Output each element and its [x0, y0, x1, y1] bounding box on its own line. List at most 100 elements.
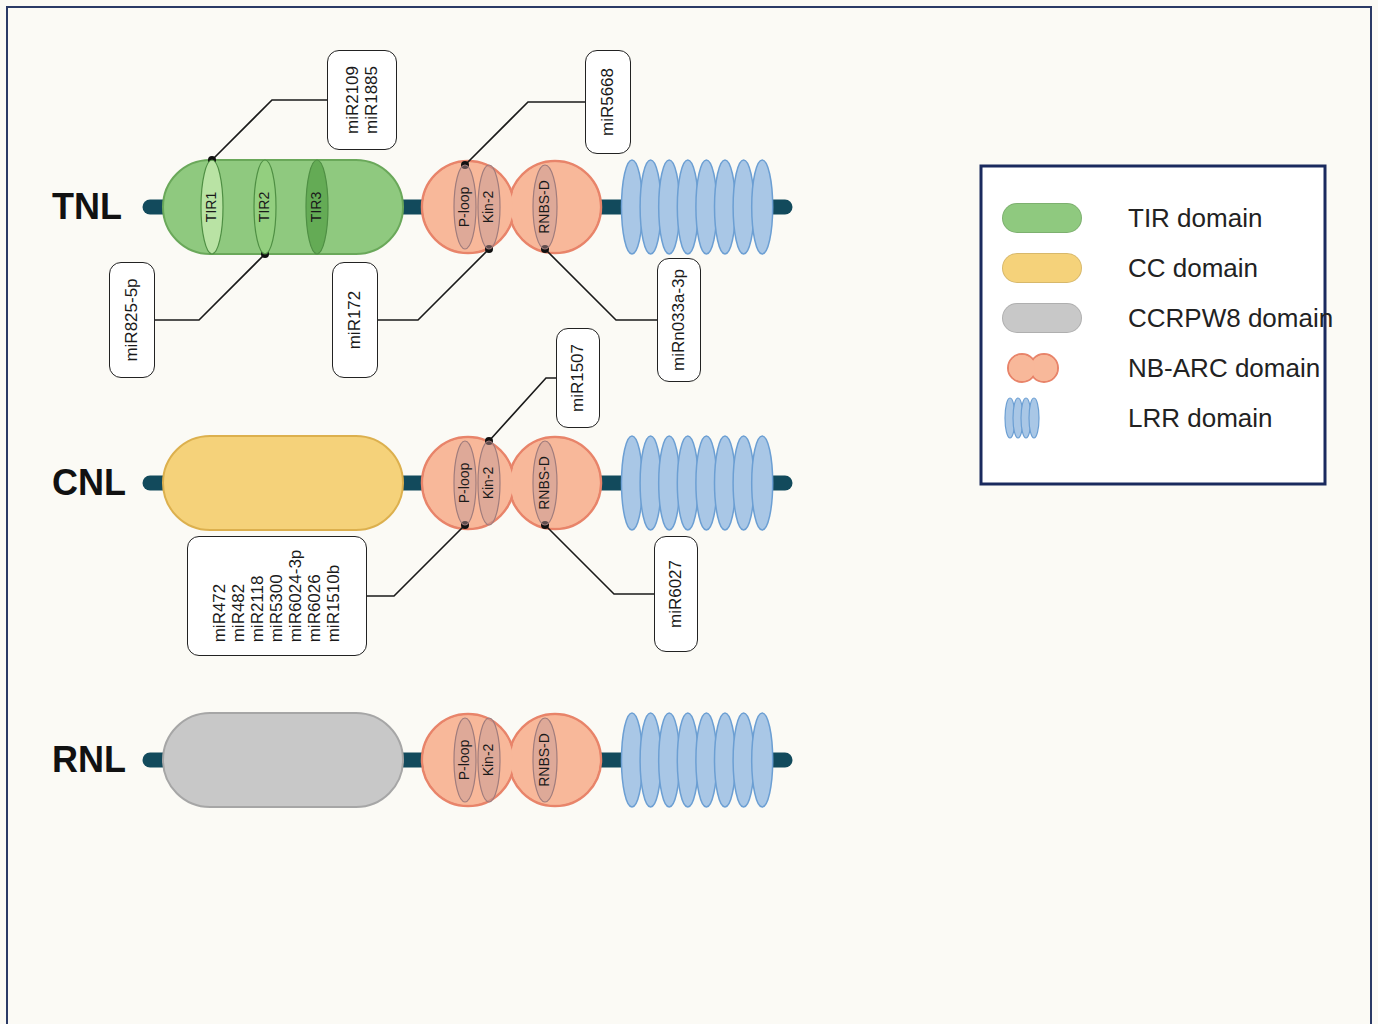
lrr-repeat [677, 160, 698, 254]
rotated-text-block: Kin-2 [481, 744, 497, 777]
legend-lobe-fill [1009, 355, 1035, 381]
rotated-text-block: Kin-2 [481, 191, 497, 224]
nb-arc-lobe-outline [509, 161, 601, 253]
receptor-class-label: CNL [52, 462, 126, 504]
mirna-name: miR825-5p [122, 278, 141, 361]
leader-line [485, 378, 556, 445]
leader-path [212, 100, 327, 160]
legend-lobe [1008, 354, 1036, 382]
nb-arc-lobe-fill [510, 438, 599, 527]
motif-label: RNBS-D [537, 456, 553, 510]
motif-band: P-loop [454, 718, 476, 802]
rotated-text-block: P-loop [457, 740, 473, 780]
motif-label: TIR1 [204, 192, 220, 222]
motif-outline [533, 718, 557, 802]
tir-domain [163, 160, 403, 254]
nb-arc-domain [422, 437, 601, 529]
legend-swatch [1002, 303, 1082, 333]
motif-label: P-loop [457, 463, 473, 503]
nb-arc-lobe-outline [422, 161, 514, 253]
leader-path [378, 249, 489, 320]
mirna-callout: miR472miR482miR2118miR5300miR6024-3pmiR6… [187, 536, 367, 656]
motif-band: P-loop [454, 165, 476, 249]
motif-band: TIR1 [201, 160, 223, 254]
nb-arc-domain [422, 161, 601, 253]
leader-line [208, 100, 327, 164]
motif-label: TIR2 [257, 192, 273, 222]
legend-label: NB-ARC domain [1128, 353, 1320, 384]
motif-outline [201, 160, 223, 254]
nb-arc-lobe-outline [509, 437, 601, 529]
mirna-name: miR5668 [598, 68, 617, 136]
motif-outline [306, 160, 328, 254]
rotated-text-block: miR172 [345, 291, 364, 350]
motif-band: TIR2 [254, 160, 276, 254]
nb-arc-lobe-fill [423, 438, 512, 527]
leader-line [541, 245, 657, 320]
cc-domain [163, 436, 403, 530]
leader-line [155, 250, 269, 320]
motif-label: RNBS-D [537, 180, 553, 234]
rotated-text-block: miR472miR482miR2118miR5300miR6024-3pmiR6… [210, 550, 343, 643]
motif-label: RNBS-D [537, 733, 553, 787]
mirna-callout: miR5668 [585, 50, 631, 154]
motif-outline [454, 165, 476, 249]
legend-entry: NB-ARC domain [1000, 351, 1320, 385]
mirna-name: miR472 [210, 550, 229, 643]
legend-entry: CCRPW8 domain [1000, 301, 1320, 335]
legend-swatch [1002, 253, 1082, 283]
mirna-name: miR6027 [666, 560, 685, 628]
legend-label: LRR domain [1128, 403, 1273, 434]
motif-label: P-loop [457, 187, 473, 227]
mirna-name: miR5300 [267, 550, 286, 643]
motif-outline [478, 165, 500, 249]
mirna-name: miRn033a-3p [669, 269, 688, 371]
nb-arc-lobe-fill [510, 162, 599, 251]
leader-path [489, 378, 556, 441]
mirna-name: miR6026 [306, 550, 325, 643]
rotated-text-block: miR1507 [568, 344, 587, 412]
protein-backbones [150, 207, 785, 760]
mirna-callout: miR2109miR1885 [327, 50, 397, 150]
motif-band: RNBS-D [533, 441, 557, 525]
mirna-callout: miR825-5p [109, 262, 155, 378]
lrr-repeat [752, 436, 773, 530]
mirna-name: miR1510b [325, 550, 344, 643]
legend-swatch [1002, 203, 1082, 233]
nb-arc-lobe-fill [423, 162, 512, 251]
motif-band: Kin-2 [478, 718, 500, 802]
motif-outline [533, 441, 557, 525]
motif-band: RNBS-D [533, 718, 557, 802]
mirna-name: miR6024-3p [287, 550, 306, 643]
nb-arc-domains [422, 161, 601, 806]
motif-band: Kin-2 [478, 165, 500, 249]
motif-outline [254, 160, 276, 254]
leader-path [545, 249, 657, 320]
motif-outline [533, 165, 557, 249]
nb-arc-lobe-outline [509, 714, 601, 806]
leader-path [155, 254, 265, 320]
leader-line [378, 245, 493, 320]
motif-band: TIR3 [306, 160, 328, 254]
legend-entry: CC domain [1000, 251, 1320, 285]
mirna-name: miR172 [345, 291, 364, 350]
n-terminal-domains [163, 160, 403, 807]
leader-path [367, 525, 465, 596]
motif-label: P-loop [457, 740, 473, 780]
motif-outline [454, 441, 476, 525]
lrr-repeat [752, 160, 773, 254]
lrr-repeat [640, 713, 661, 807]
lrr-repeat [733, 713, 754, 807]
motif-band: Kin-2 [478, 441, 500, 525]
motif-band: P-loop [454, 441, 476, 525]
motif-outline [478, 441, 500, 525]
legend-label: TIR domain [1128, 203, 1262, 234]
motif-label: Kin-2 [481, 191, 497, 224]
outer-frame [7, 7, 1371, 1024]
nb-arc-lobe-fill [510, 715, 599, 804]
lrr-domain [622, 160, 773, 254]
nb-arc-lobe-outline [422, 714, 514, 806]
rotated-text-block: miRn033a-3p [669, 269, 688, 371]
